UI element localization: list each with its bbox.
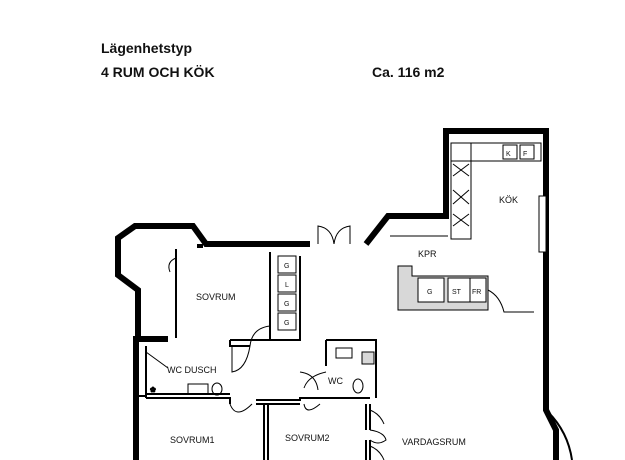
apartment-type-value: 4 RUM OCH KÖK [101,64,215,80]
interior-walls [138,249,377,460]
kitchen-island [397,265,534,313]
kitchen-counters [390,142,542,240]
room-kok: KÖK [499,195,518,205]
room-wc: WC [328,376,343,386]
wc-dusch-fixtures: ❀ [145,351,223,396]
room-sovrum: SOVRUM [196,292,236,302]
apartment-type-label: Lägenhetstyp [101,40,193,56]
wardrobe-4-label: G [284,320,289,327]
freezer-f-label: F [523,151,527,158]
window-bay [547,411,573,460]
room-sovrum1: SOVRUM1 [170,435,215,445]
wardrobe-1-label: G [284,263,289,270]
exterior-walls [115,128,559,460]
stove-fr-label: FR [472,289,481,296]
wardrobe-3-label: G [284,301,289,308]
fridge-k-label: K [506,151,511,158]
kitchen-window [538,195,547,253]
wardrobe-2-label: L [285,282,289,289]
apartment-area: Ca. 116 m2 [372,64,445,80]
stove-st-label: ST [452,289,462,296]
doors [168,225,387,460]
room-wc-dusch: WC DUSCH [167,365,217,375]
stove-g-label: G [427,289,432,296]
room-sovrum2: SOVRUM2 [285,433,330,443]
room-vardagsrum: VARDAGSRUM [402,437,466,447]
wardrobes [277,255,297,331]
wc-fixtures [335,347,375,394]
svg-text:❀: ❀ [150,387,156,394]
room-kpr: KPR [418,249,437,259]
